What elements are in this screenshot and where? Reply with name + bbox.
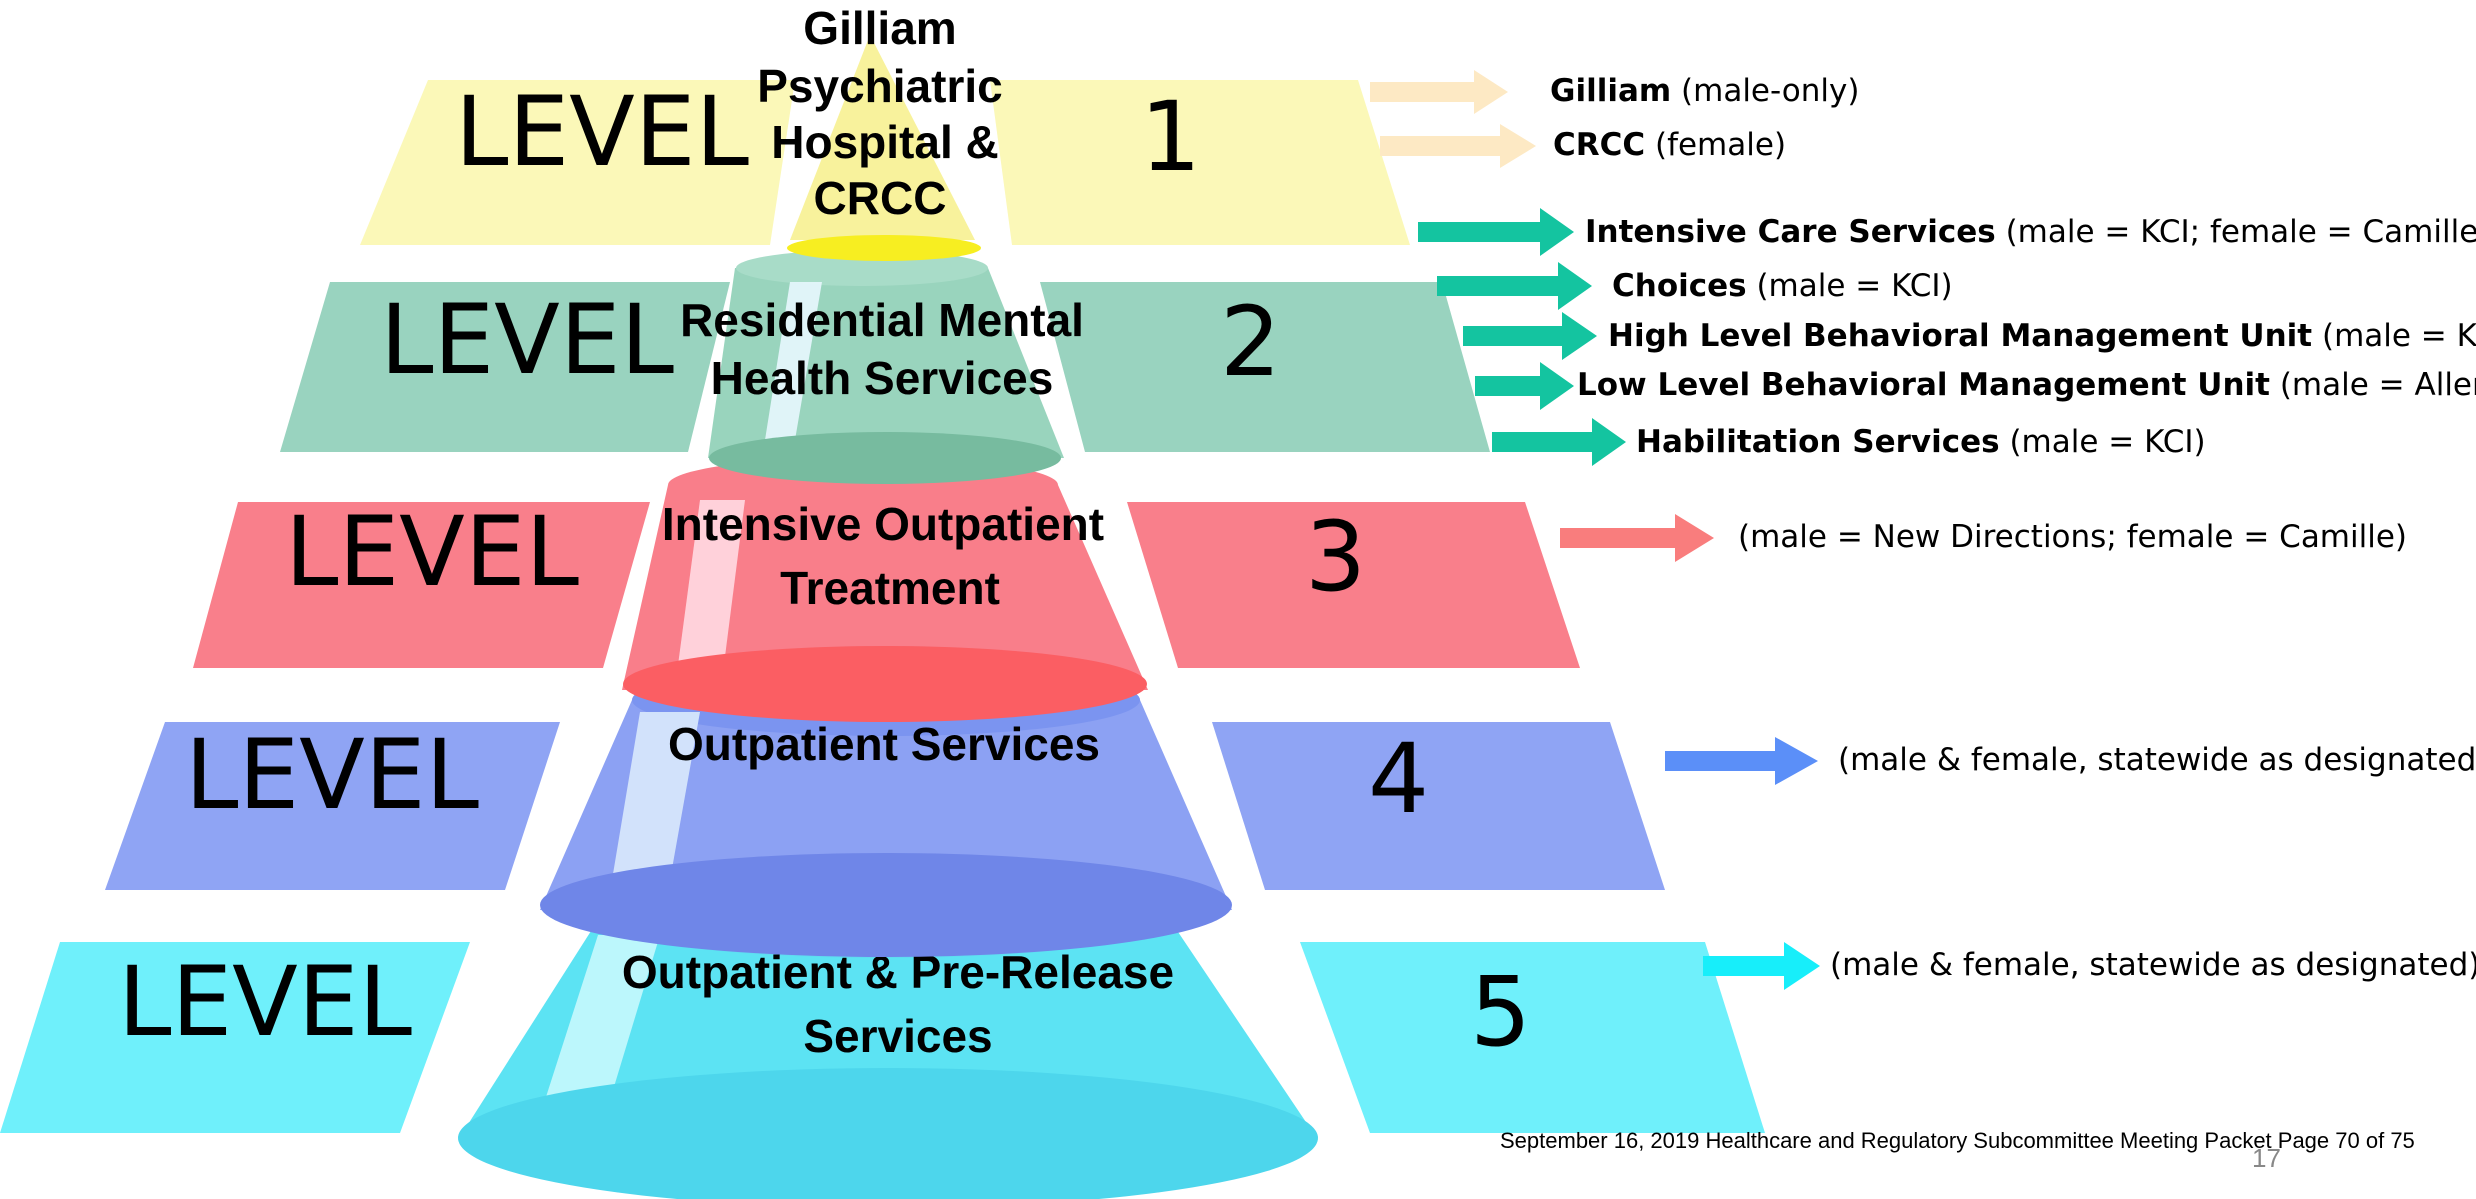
- footer-text: September 16, 2019 Healthcare and Regula…: [1500, 1128, 2415, 1153]
- arrow-right-icon: [1703, 942, 1820, 990]
- level-3-left-band: [193, 502, 650, 668]
- level-3-right-band: [1127, 502, 1580, 668]
- level-4-right-band: [1212, 722, 1665, 890]
- cone-1-label-line1: Gilliam: [803, 2, 956, 54]
- arrow-right-icon: [1418, 208, 1574, 256]
- arrow-right-icon: [1665, 737, 1818, 785]
- level-3-label: LEVEL: [285, 496, 579, 608]
- cone-3-label-line2: Treatment: [780, 562, 1000, 614]
- level-5-right-band: [1300, 942, 1765, 1133]
- cone-tier-1: [787, 35, 981, 261]
- level-1-right-band: [990, 80, 1410, 245]
- service-level-3: (male = New Directions; female = Camille…: [1738, 519, 2408, 555]
- level-1-left-band: [360, 80, 795, 245]
- service-gilliam: Gilliam (male-only): [1550, 73, 1860, 109]
- level-1-label: LEVEL: [455, 76, 749, 188]
- cone-2-label-line2: Health Services: [711, 352, 1054, 404]
- level-4-label: LEVEL: [185, 719, 479, 831]
- arrow-right-icon: [1380, 124, 1536, 168]
- arrow-right-icon: [1492, 418, 1626, 466]
- level-5-label: LEVEL: [118, 946, 412, 1058]
- service-choices: Choices (male = KCI): [1612, 268, 1953, 304]
- level-2-number: 2: [1220, 286, 1281, 398]
- service-habilitation: Habilitation Services (male = KCI): [1636, 424, 2206, 460]
- cone-1-label-line4: CRCC: [814, 172, 947, 224]
- service-level-4: (male & female, statewide as designated): [1838, 742, 2476, 778]
- cone-1-label-line2: Psychiatric: [757, 60, 1002, 112]
- level-4-left-band: [105, 722, 560, 890]
- level-2-label: LEVEL: [380, 284, 674, 396]
- service-crcc: CRCC (female): [1553, 127, 1787, 163]
- cone-3-label-line1: Intensive Outpatient: [662, 498, 1104, 550]
- level-4-number: 4: [1368, 723, 1429, 835]
- cone-2-label-line1: Residential Mental: [680, 294, 1084, 346]
- arrow-right-icon: [1475, 362, 1574, 410]
- arrow-right-icon: [1560, 514, 1714, 562]
- arrow-right-icon: [1437, 262, 1592, 310]
- arrow-right-icon: [1370, 70, 1508, 114]
- cone-1-label-line3: Hospital &: [771, 116, 998, 168]
- service-high-level-bmu: High Level Behavioral Management Unit (m…: [1608, 318, 2476, 354]
- service-intensive-care: Intensive Care Services (male = KCI; fem…: [1585, 214, 2476, 250]
- level-2-right-band: [1040, 282, 1490, 452]
- cone-tier-2: [708, 250, 1064, 484]
- service-level-5: (male & female, statewide as designated): [1830, 947, 2476, 983]
- level-1-number: 1: [1140, 81, 1201, 193]
- cone-5-label-line2: Services: [803, 1010, 992, 1062]
- level-5-left-band: [0, 942, 470, 1133]
- level-5-number: 5: [1470, 956, 1531, 1068]
- level-3-number: 3: [1305, 501, 1366, 613]
- page-number: 17: [2252, 1143, 2281, 1173]
- service-low-level-bmu: Low Level Behavioral Management Unit (ma…: [1577, 367, 2476, 403]
- level-2-left-band: [280, 282, 730, 452]
- cone-4-label-line1: Outpatient Services: [668, 718, 1100, 770]
- arrow-right-icon: [1463, 312, 1597, 360]
